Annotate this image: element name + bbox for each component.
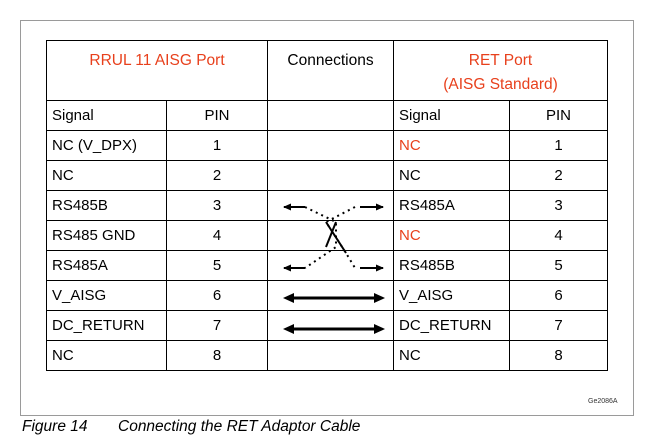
right-signal-cell: NC xyxy=(393,220,510,251)
left-pin-cell: 7 xyxy=(166,310,268,341)
table-row: NC 8 NC 8 xyxy=(46,340,608,371)
ret-port-standard: (AISG Standard) xyxy=(443,76,558,93)
right-pin-cell: 6 xyxy=(509,280,608,311)
signal-left-header: Signal xyxy=(46,100,167,131)
left-signal-cell: RS485 GND xyxy=(46,220,167,251)
left-signal-cell: RS485B xyxy=(46,190,167,221)
signal-right-header: Signal xyxy=(393,100,510,131)
right-pin-cell: 1 xyxy=(509,130,608,161)
left-signal-cell: NC (V_DPX) xyxy=(46,130,167,161)
connection-cell xyxy=(267,220,394,251)
ret-port-header: RET Port (AISG Standard) xyxy=(393,40,608,101)
connection-cell xyxy=(267,340,394,371)
figure-caption-text: Connecting the RET Adaptor Cable xyxy=(118,418,361,435)
left-pin-cell: 4 xyxy=(166,220,268,251)
right-signal-cell: NC xyxy=(393,130,510,161)
left-pin-cell: 8 xyxy=(166,340,268,371)
table-row: RS485 GND 4 NC 4 xyxy=(46,220,608,251)
table-row: DC_RETURN 7 DC_RETURN 7 xyxy=(46,310,608,341)
right-signal-cell: DC_RETURN xyxy=(393,310,510,341)
figure-caption: Figure 14 Connecting the RET Adaptor Cabl… xyxy=(22,418,360,436)
table-row: NC (V_DPX) 1 NC 1 xyxy=(46,130,608,161)
connections-subheader-cell xyxy=(267,100,394,131)
table-row: RS485B 3 RS485A 3 xyxy=(46,190,608,221)
left-signal-cell: V_AISG xyxy=(46,280,167,311)
table-row: RS485A 5 RS485B 5 xyxy=(46,250,608,281)
connection-cell xyxy=(267,190,394,221)
right-pin-cell: 4 xyxy=(509,220,608,251)
figure-number: Figure 14 xyxy=(22,418,88,435)
right-signal-cell: NC xyxy=(393,160,510,191)
right-pin-cell: 3 xyxy=(509,190,608,221)
connection-cell xyxy=(267,310,394,341)
connections-header: Connections xyxy=(267,40,394,101)
left-signal-cell: NC xyxy=(46,160,167,191)
pin-connection-table: RRUL 11 AISG Port Connections RET Port (… xyxy=(46,40,608,371)
left-pin-cell: 5 xyxy=(166,250,268,281)
table-header-row: RRUL 11 AISG Port Connections RET Port (… xyxy=(46,40,608,101)
figure-frame xyxy=(20,20,634,416)
connection-cell xyxy=(267,280,394,311)
left-pin-cell: 2 xyxy=(166,160,268,191)
connection-cell xyxy=(267,250,394,281)
ret-port-title: RET Port xyxy=(468,52,533,69)
right-signal-cell: RS485B xyxy=(393,250,510,281)
right-pin-cell: 7 xyxy=(509,310,608,341)
pin-left-header: PIN xyxy=(166,100,268,131)
connection-cell xyxy=(267,130,394,161)
figure-code: Ge2086A xyxy=(588,398,618,405)
left-signal-cell: DC_RETURN xyxy=(46,310,167,341)
right-pin-cell: 5 xyxy=(509,250,608,281)
table-row: V_AISG 6 V_AISG 6 xyxy=(46,280,608,311)
left-pin-cell: 6 xyxy=(166,280,268,311)
left-signal-cell: NC xyxy=(46,340,167,371)
right-signal-cell: RS485A xyxy=(393,190,510,221)
right-pin-cell: 2 xyxy=(509,160,608,191)
rrul-aisg-port-header: RRUL 11 AISG Port xyxy=(46,40,268,101)
left-pin-cell: 1 xyxy=(166,130,268,161)
left-signal-cell: RS485A xyxy=(46,250,167,281)
right-signal-cell: V_AISG xyxy=(393,280,510,311)
right-pin-cell: 8 xyxy=(509,340,608,371)
right-signal-cell: NC xyxy=(393,340,510,371)
pin-right-header: PIN xyxy=(509,100,608,131)
table-subheader-row: Signal PIN Signal PIN xyxy=(46,100,608,131)
left-pin-cell: 3 xyxy=(166,190,268,221)
table-row: NC 2 NC 2 xyxy=(46,160,608,191)
connection-cell xyxy=(267,160,394,191)
